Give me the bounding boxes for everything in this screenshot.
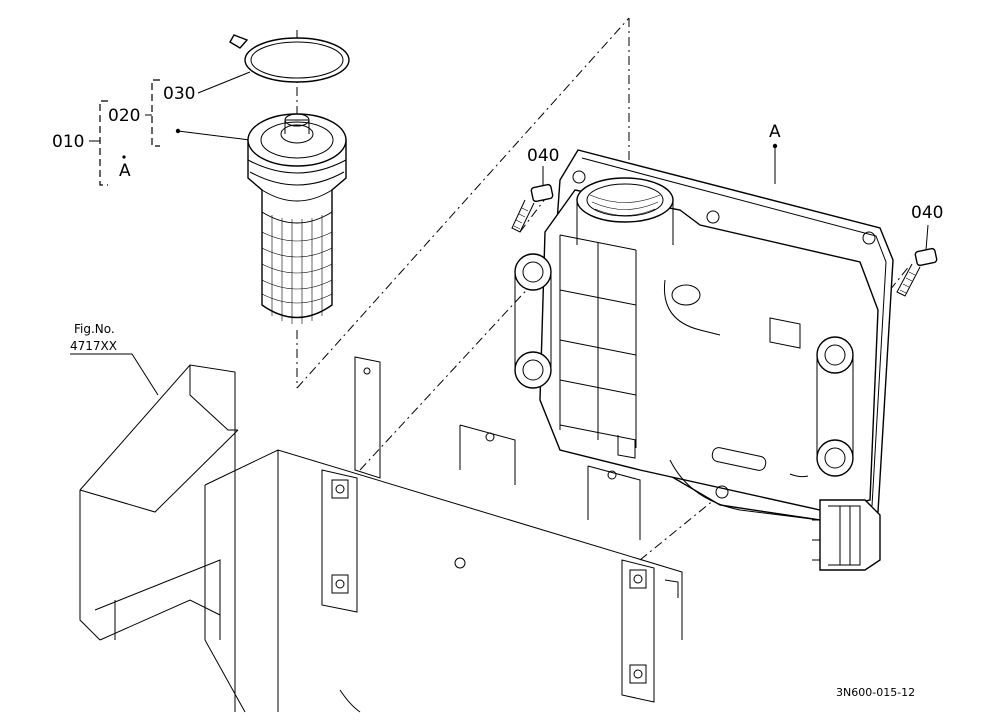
callout-030: 030 bbox=[163, 84, 195, 104]
fig-no-label: Fig.No. bbox=[74, 322, 115, 336]
callout-020: 020 bbox=[108, 106, 140, 126]
callout-a: A bbox=[769, 122, 781, 142]
callout-040-left: 040 bbox=[527, 146, 559, 166]
callout-010: 010 bbox=[52, 132, 84, 152]
fig-no-value: 4717XX bbox=[70, 339, 117, 353]
strainer-filter bbox=[247, 113, 347, 324]
filter-housing-assembly bbox=[514, 149, 894, 571]
callout-040-right: 040 bbox=[911, 203, 943, 223]
drawing-code: 3N600-015-12 bbox=[836, 686, 915, 699]
reference-frame bbox=[79, 364, 683, 713]
bolt-040-left bbox=[511, 183, 554, 233]
callout-a-ref: A bbox=[119, 161, 131, 181]
bolt-040-right bbox=[896, 247, 938, 297]
callout-brackets bbox=[70, 71, 929, 396]
filter-cap-ring bbox=[229, 34, 350, 83]
mounting-brackets bbox=[321, 356, 679, 703]
